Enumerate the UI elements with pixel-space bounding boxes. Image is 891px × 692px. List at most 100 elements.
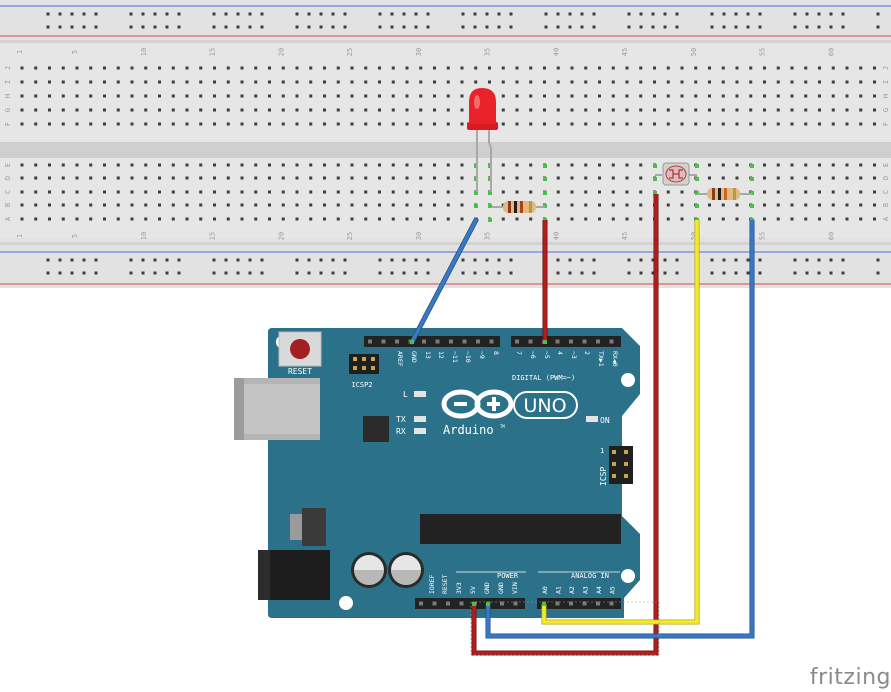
- rail-hole[interactable]: [153, 271, 157, 275]
- breadboard-hole[interactable]: [213, 190, 216, 194]
- breadboard-hole[interactable]: [378, 80, 381, 84]
- breadboard-hole[interactable]: [378, 176, 381, 180]
- breadboard-hole[interactable]: [199, 176, 203, 180]
- breadboard-hole[interactable]: [515, 176, 519, 180]
- breadboard-hole[interactable]: [556, 190, 560, 194]
- breadboard-hole[interactable]: [735, 176, 739, 180]
- breadboard-hole[interactable]: [391, 122, 395, 126]
- breadboard-hole[interactable]: [240, 163, 244, 167]
- breadboard-hole[interactable]: [763, 66, 766, 70]
- breadboard-hole[interactable]: [364, 203, 368, 207]
- breadboard-hole[interactable]: [611, 108, 615, 112]
- rail-hole[interactable]: [497, 25, 501, 29]
- breadboard-hole[interactable]: [20, 163, 24, 167]
- breadboard-hole[interactable]: [873, 94, 876, 98]
- breadboard-hole[interactable]: [336, 217, 340, 221]
- breadboard-hole[interactable]: [199, 163, 203, 167]
- rail-hole[interactable]: [129, 25, 133, 29]
- breadboard-hole[interactable]: [34, 66, 38, 70]
- breadboard-hole[interactable]: [89, 66, 93, 70]
- breadboard-hole[interactable]: [831, 203, 835, 207]
- breadboard-hole[interactable]: [873, 163, 876, 167]
- breadboard-hole[interactable]: [48, 94, 51, 98]
- rail-hole[interactable]: [461, 258, 465, 262]
- rail-hole[interactable]: [663, 258, 667, 262]
- breadboard-hole[interactable]: [254, 108, 258, 112]
- wire-a0-to-junction[interactable]: [542, 220, 699, 624]
- breadboard-hole[interactable]: [859, 108, 863, 112]
- breadboard-hole[interactable]: [598, 190, 601, 194]
- breadboard-hole[interactable]: [708, 163, 711, 167]
- rail-hole[interactable]: [307, 25, 311, 29]
- breadboard-hole[interactable]: [763, 80, 766, 84]
- breadboard-hole[interactable]: [873, 108, 876, 112]
- breadboard-hole[interactable]: [309, 108, 313, 112]
- breadboard-hole[interactable]: [171, 163, 175, 167]
- breadboard-hole[interactable]: [639, 163, 643, 167]
- breadboard-hole[interactable]: [680, 66, 684, 70]
- breadboard-hole[interactable]: [446, 176, 450, 180]
- rail-hole[interactable]: [378, 271, 382, 275]
- rail-hole[interactable]: [414, 258, 418, 262]
- breadboard-hole[interactable]: [295, 66, 299, 70]
- breadboard-hole[interactable]: [103, 190, 106, 194]
- rail-hole[interactable]: [248, 12, 252, 16]
- rail-hole[interactable]: [841, 258, 845, 262]
- breadboard-hole[interactable]: [776, 163, 780, 167]
- rail-hole[interactable]: [805, 258, 809, 262]
- breadboard-hole[interactable]: [75, 80, 79, 84]
- breadboard-hole[interactable]: [75, 190, 79, 194]
- rail-hole[interactable]: [402, 271, 406, 275]
- breadboard-hole[interactable]: [680, 217, 684, 221]
- breadboard-hole[interactable]: [749, 108, 753, 112]
- breadboard-hole[interactable]: [831, 176, 835, 180]
- breadboard-hole[interactable]: [666, 108, 670, 112]
- breadboard-hole[interactable]: [226, 80, 230, 84]
- breadboard-hole[interactable]: [226, 190, 230, 194]
- breadboard-hole[interactable]: [199, 66, 203, 70]
- breadboard-hole[interactable]: [873, 80, 876, 84]
- breadboard-hole[interactable]: [776, 190, 780, 194]
- rail-hole[interactable]: [153, 25, 157, 29]
- rail-hole[interactable]: [153, 258, 157, 262]
- breadboard-hole[interactable]: [653, 108, 656, 112]
- breadboard-hole[interactable]: [144, 190, 148, 194]
- breadboard-hole[interactable]: [75, 176, 79, 180]
- breadboard-hole[interactable]: [831, 163, 835, 167]
- breadboard-hole[interactable]: [611, 80, 615, 84]
- breadboard-hole[interactable]: [694, 80, 698, 84]
- breadboard-hole[interactable]: [543, 66, 546, 70]
- header-pin[interactable]: [419, 601, 423, 606]
- breadboard-hole[interactable]: [336, 80, 340, 84]
- breadboard-hole[interactable]: [89, 122, 93, 126]
- breadboard-hole[interactable]: [845, 217, 849, 221]
- breadboard-hole[interactable]: [529, 163, 533, 167]
- breadboard-hole[interactable]: [364, 163, 368, 167]
- breadboard-hole[interactable]: [103, 163, 106, 167]
- breadboard-hole[interactable]: [323, 94, 326, 98]
- breadboard-hole[interactable]: [446, 163, 450, 167]
- header-pin[interactable]: [476, 339, 480, 344]
- breadboard-hole[interactable]: [790, 108, 794, 112]
- breadboard-hole[interactable]: [364, 176, 368, 180]
- rail-hole[interactable]: [82, 271, 86, 275]
- rail-hole[interactable]: [710, 25, 714, 29]
- breadboard-hole[interactable]: [240, 108, 244, 112]
- rail-hole[interactable]: [319, 271, 323, 275]
- breadboard-hole[interactable]: [130, 190, 134, 194]
- rail-hole[interactable]: [82, 12, 86, 16]
- rail-hole[interactable]: [651, 258, 655, 262]
- breadboard-hole[interactable]: [254, 66, 258, 70]
- breadboard-hole[interactable]: [281, 80, 285, 84]
- breadboard-hole[interactable]: [460, 66, 464, 70]
- breadboard-hole[interactable]: [34, 108, 38, 112]
- breadboard-hole[interactable]: [309, 66, 313, 70]
- breadboard-hole[interactable]: [570, 94, 574, 98]
- breadboard-hole[interactable]: [185, 108, 189, 112]
- rail-hole[interactable]: [236, 12, 240, 16]
- breadboard-hole[interactable]: [378, 217, 381, 221]
- breadboard-hole[interactable]: [309, 190, 313, 194]
- rail-hole[interactable]: [165, 258, 169, 262]
- rail-hole[interactable]: [497, 258, 501, 262]
- rail-hole[interactable]: [568, 271, 572, 275]
